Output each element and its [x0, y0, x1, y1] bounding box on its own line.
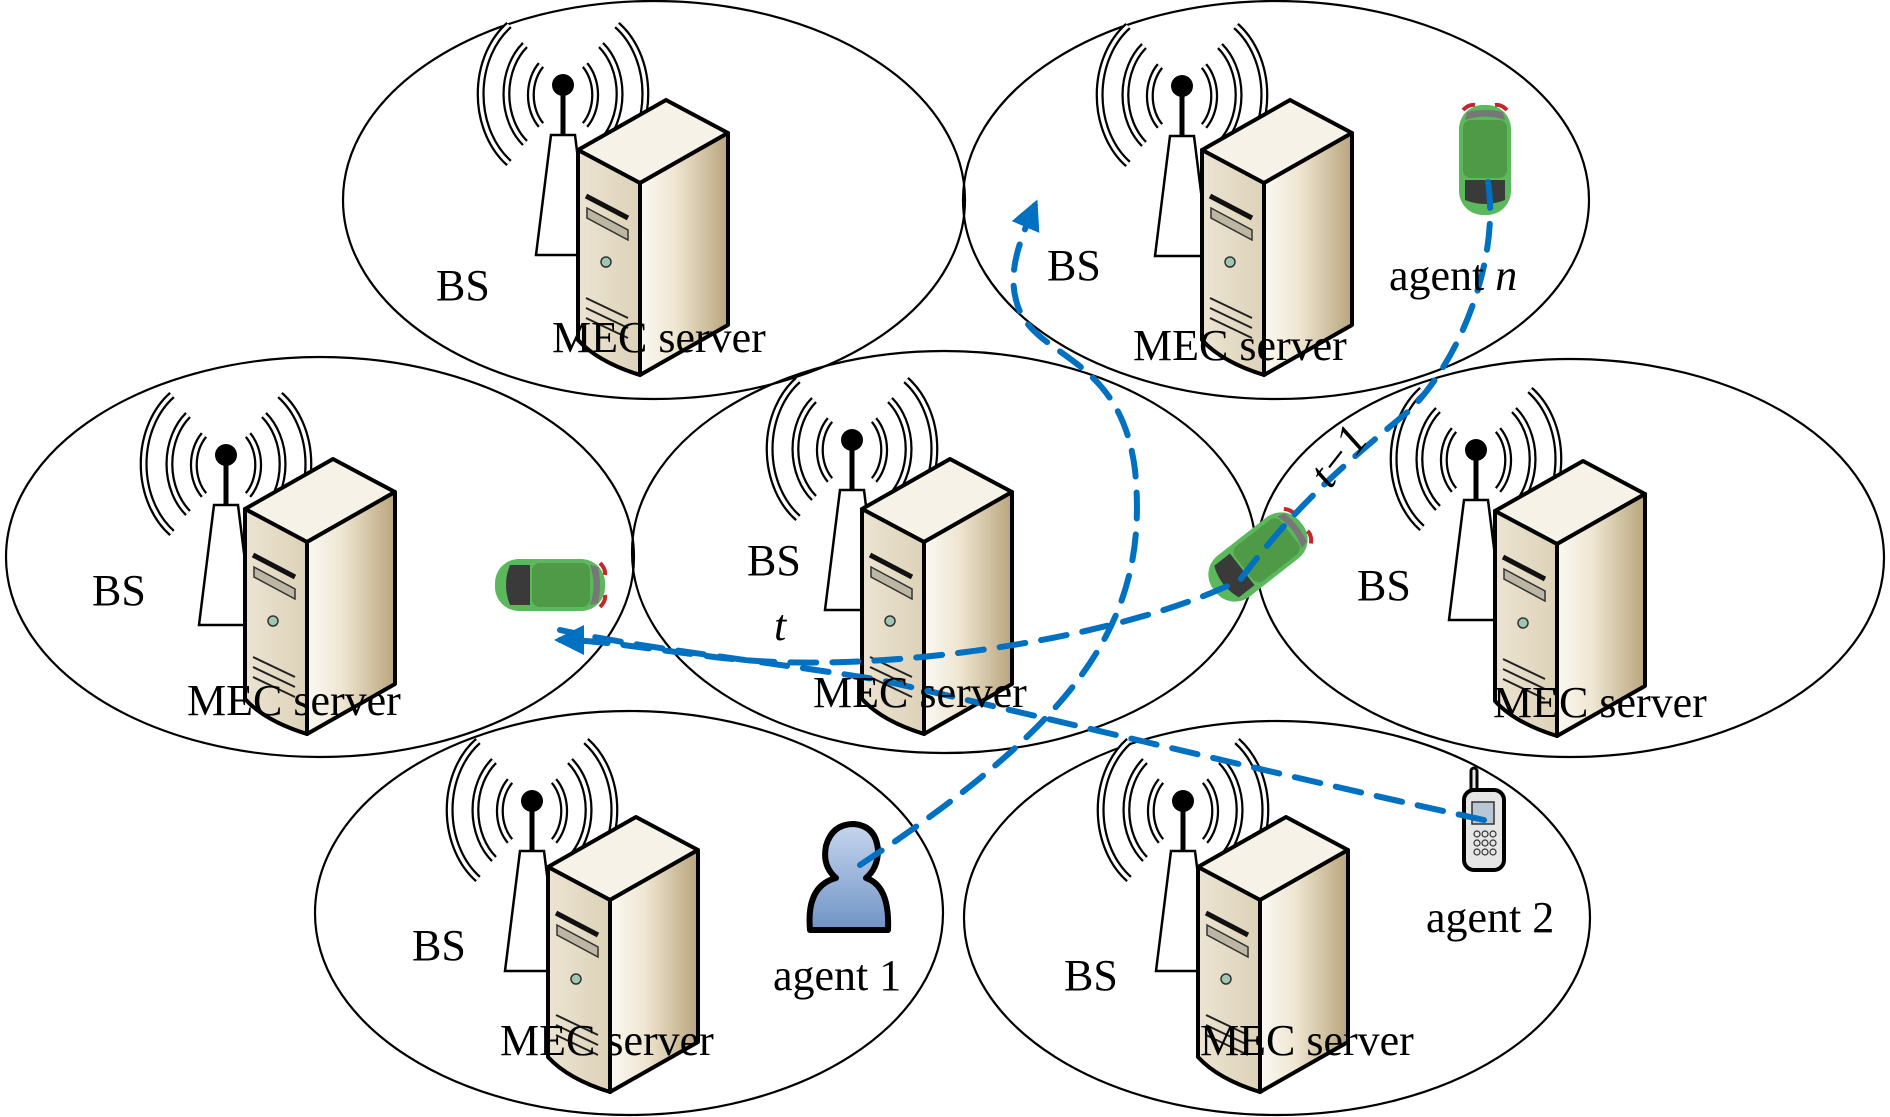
car-icon [1457, 102, 1513, 217]
bs-label: BS [747, 536, 801, 585]
bs-label: BS [1064, 951, 1118, 1000]
cell-top-left [341, 0, 967, 401]
time-label-t: t [774, 601, 788, 650]
mec-server-label: MEC server [813, 668, 1027, 717]
mec-server-label: MEC server [552, 313, 766, 362]
mec-server-label: MEC server [1200, 1016, 1414, 1065]
trajectory-agent-1 [857, 199, 1140, 868]
trajectory-agent-2 [557, 627, 1487, 823]
agent-label: agent n [1389, 251, 1517, 300]
cell-top-right [961, 0, 1591, 401]
bs-label: BS [1047, 241, 1101, 290]
person-icon [810, 824, 889, 930]
agent-label: agent 2 [1426, 893, 1554, 942]
mec-server-label: MEC server [187, 676, 401, 725]
bs-label: BS [412, 921, 466, 970]
agent-label: agent 1 [773, 951, 901, 1000]
bs-label: BS [1357, 561, 1411, 610]
mec-server-label: MEC server [1133, 321, 1347, 370]
cell-mid-left [4, 355, 636, 759]
cell-bottom-right [962, 719, 1592, 1117]
car-icon [493, 557, 608, 613]
bs-label: BS [92, 566, 146, 615]
trajectory-agent-n [554, 179, 1494, 666]
time-label-t-minus-1: t−1 [1299, 416, 1377, 497]
mec-server-label: MEC server [1493, 678, 1707, 727]
bs-label: BS [436, 261, 490, 310]
mec-server-label: MEC server [500, 1016, 714, 1065]
cell-bottom-left [313, 709, 945, 1117]
